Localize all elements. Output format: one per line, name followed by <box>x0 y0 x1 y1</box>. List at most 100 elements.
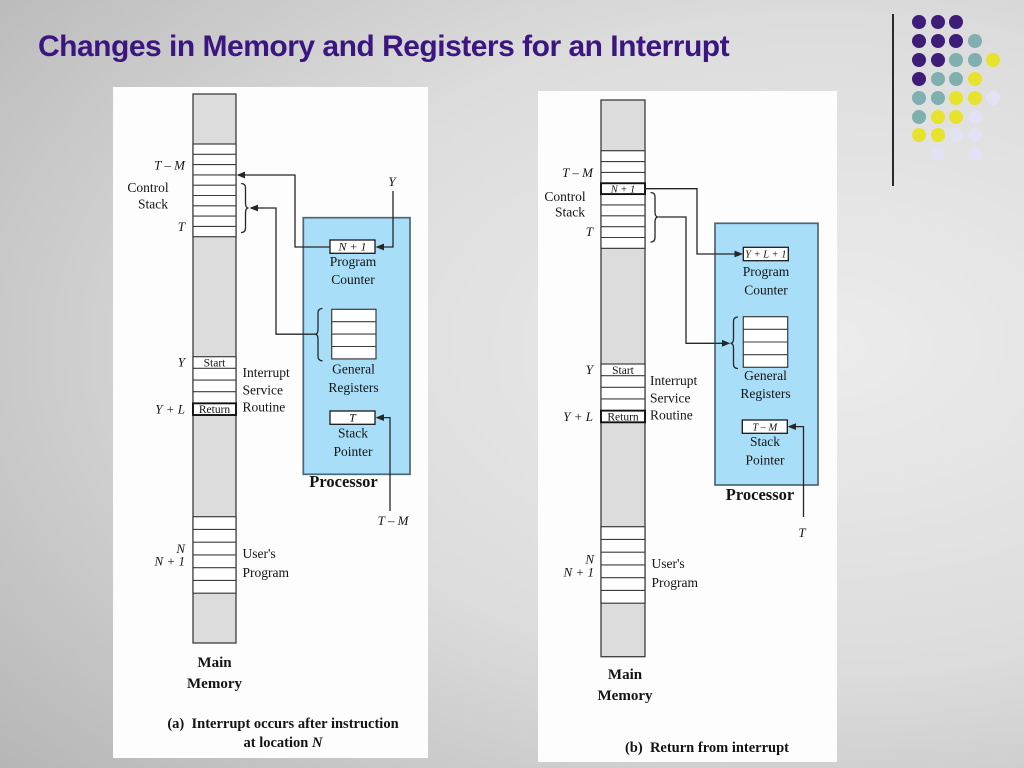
cell-block <box>192 143 237 238</box>
diagram-panel-b: N + 1 T – M Control Stack T Y Start Y + … <box>538 91 837 762</box>
arrowhead <box>734 250 743 258</box>
main-memory-label-1: Main <box>608 667 643 683</box>
arrowhead <box>375 414 384 421</box>
label-n: N <box>584 552 595 567</box>
decor-dot <box>930 15 945 29</box>
general-registers-label-2: Registers <box>328 380 378 395</box>
slide-title: Changes in Memory and Registers for an I… <box>38 30 730 63</box>
decor-dot <box>912 71 926 86</box>
start-cell-label: Start <box>204 358 227 370</box>
decor-dot <box>967 71 982 86</box>
memory-n1-value: N + 1 <box>610 184 636 195</box>
arrowhead <box>787 423 796 430</box>
processor-label: Processor <box>726 485 794 504</box>
arrowhead <box>249 204 258 212</box>
wire-mem-to-pc <box>645 188 735 255</box>
general-registers-box <box>331 308 377 360</box>
arrowhead <box>236 171 245 179</box>
wire-registers-to-stack <box>258 207 315 335</box>
stack-pointer-label-2: Pointer <box>746 453 786 468</box>
label-t-minus-m-out: T – M <box>378 513 410 528</box>
decor-dot <box>930 109 945 124</box>
program-counter-value: Y + L + 1 <box>745 250 786 261</box>
users-program-label-1: User's <box>652 556 685 571</box>
decor-dot <box>930 52 945 67</box>
control-stack-brace <box>650 191 659 243</box>
label-y-plus-l: Y + L <box>563 409 593 424</box>
label-control: Control <box>544 189 586 204</box>
general-registers-brace <box>314 307 323 362</box>
decor-dot <box>967 128 982 143</box>
control-stack-brace <box>240 182 249 234</box>
diagram-b-svg: N + 1 T – M Control Stack T Y Start Y + … <box>544 99 819 756</box>
decor-dot <box>930 33 945 48</box>
general-registers-box <box>742 316 789 368</box>
label-n-plus-1: N + 1 <box>563 564 594 579</box>
decor-dot <box>930 128 945 143</box>
return-cell <box>600 409 646 424</box>
memory-rows <box>600 150 646 604</box>
processor-label: Processor <box>309 472 377 491</box>
wire-stack-to-registers <box>658 216 722 344</box>
isr-label-1: Interrupt <box>650 373 697 388</box>
return-cell <box>192 402 237 416</box>
decor-dot <box>949 52 963 67</box>
decor-dot <box>912 52 926 67</box>
label-control: Control <box>127 180 169 195</box>
decor-dot <box>949 15 963 29</box>
main-memory-label-1: Main <box>197 655 232 671</box>
general-registers-label-1: General <box>744 368 787 383</box>
label-y: Y <box>586 362 595 377</box>
diagram-panel-a: T – M Control Stack T Y Start Y + L Retu… <box>113 87 428 758</box>
users-program-label-2: Program <box>652 575 699 590</box>
decor-dot <box>967 33 982 48</box>
program-counter-value: N + 1 <box>337 240 366 254</box>
isr-label-3: Routine <box>650 408 693 423</box>
decor-dot <box>912 90 926 105</box>
cell-block <box>600 150 646 249</box>
decor-dot <box>967 109 982 124</box>
program-counter-register <box>742 246 789 262</box>
arrowhead <box>722 339 731 347</box>
program-counter-label-1: Program <box>330 254 377 269</box>
general-registers-label-1: General <box>332 362 375 377</box>
decor-dot <box>949 90 963 105</box>
caption-a-line-2: at location N <box>244 735 323 751</box>
decor-dot <box>986 90 1000 105</box>
decor-vertical-rule <box>892 14 894 186</box>
isr-label-2: Service <box>243 383 283 398</box>
label-stack: Stack <box>138 197 168 212</box>
main-memory-label-2: Memory <box>598 688 653 704</box>
decor-dot <box>912 15 926 29</box>
stack-pointer-value: T <box>349 411 357 425</box>
general-registers-label-2: Registers <box>740 386 790 401</box>
program-counter-label-1: Program <box>743 264 790 279</box>
label-t-minus-m: T – M <box>154 158 186 173</box>
decor-dot <box>967 147 982 162</box>
decor-dot <box>912 109 926 124</box>
label-t-out: T <box>798 525 806 540</box>
label-t-minus-m: T – M <box>562 165 594 180</box>
decor-dot <box>930 71 945 86</box>
decor-dot <box>949 33 963 48</box>
decor-dot <box>967 90 982 105</box>
label-t: T <box>178 219 186 234</box>
diagram-a-svg: T – M Control Stack T Y Start Y + L Retu… <box>127 93 411 751</box>
stack-pointer-label-1: Stack <box>338 426 368 441</box>
decor-dot <box>949 71 963 86</box>
program-counter-label-2: Counter <box>331 272 375 287</box>
stack-pointer-value: T – M <box>752 423 778 434</box>
program-counter-label-2: Counter <box>744 283 788 298</box>
isr-label-1: Interrupt <box>243 365 290 380</box>
label-y: Y <box>178 355 187 370</box>
decor-dot <box>967 52 982 67</box>
start-cell-label: Start <box>612 365 635 377</box>
label-n: N <box>175 541 186 556</box>
decor-dot <box>986 52 1000 67</box>
decor-dot <box>949 128 963 143</box>
caption-a-line-1: (a) Interrupt occurs after instruction <box>167 716 398 732</box>
label-y-in: Y <box>388 174 397 189</box>
return-cell-label: Return <box>607 412 639 424</box>
wire-y-to-pc <box>384 191 394 248</box>
